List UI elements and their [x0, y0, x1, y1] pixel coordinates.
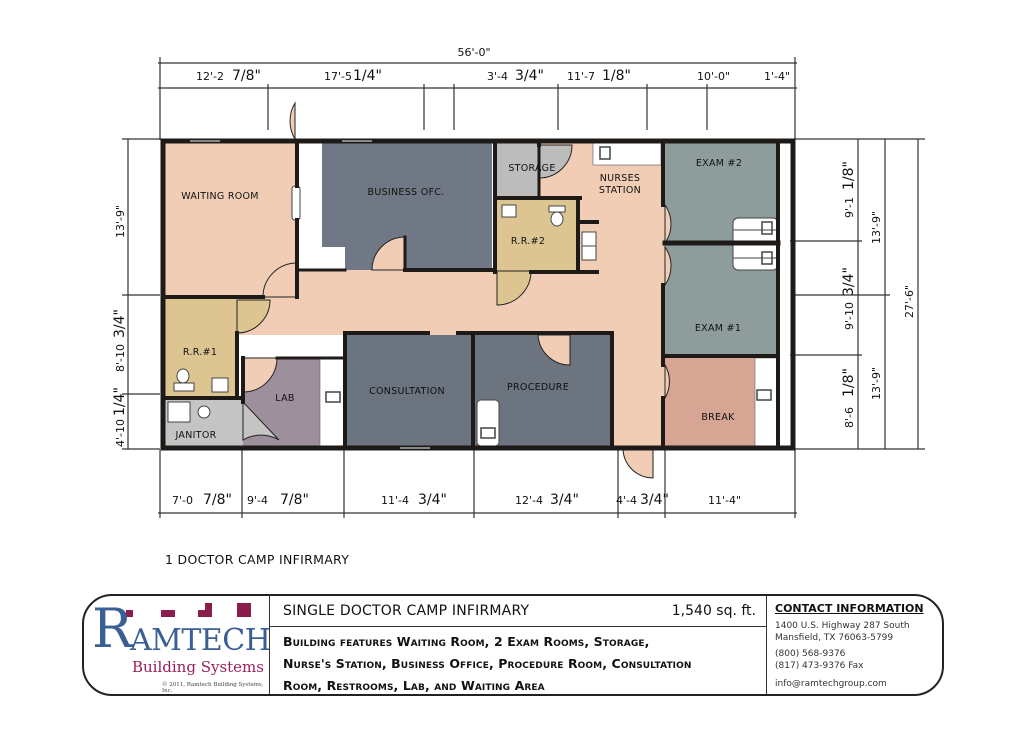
- label-storage: STORAGE: [508, 163, 555, 174]
- top-dimensions: [158, 57, 797, 140]
- plan-caption: 1 DOCTOR CAMP INFIRMARY: [165, 552, 350, 567]
- label-procedure: PROCEDURE: [507, 382, 569, 393]
- right-dim-labels: 9'-1 1/8" 9'-10 3/4" 8'-6 1/8" 13'-9" 13…: [841, 161, 916, 428]
- svg-text:3/4": 3/4": [112, 309, 128, 338]
- svg-text:8'-10: 8'-10: [114, 344, 127, 372]
- svg-text:12'-4: 12'-4: [515, 494, 543, 507]
- phone[interactable]: (800) 568-9376: [775, 649, 846, 659]
- svg-text:8'-6: 8'-6: [843, 407, 856, 428]
- label-exam-1: EXAM #1: [695, 323, 741, 334]
- svg-text:13'-9": 13'-9": [870, 367, 883, 400]
- svg-text:3/4": 3/4": [841, 267, 857, 296]
- label-break: BREAK: [701, 412, 735, 423]
- right-dimensions: [790, 138, 925, 450]
- label-exam-2: EXAM #2: [696, 158, 742, 169]
- svg-text:17'-5: 17'-5: [324, 70, 352, 83]
- svg-text:3/4": 3/4": [515, 68, 544, 84]
- svg-text:STATION: STATION: [599, 185, 641, 196]
- square-footage: 1,540 sq. ft.: [671, 603, 756, 619]
- label-restroom-2: R.R.#2: [511, 236, 545, 247]
- svg-text:3'-4: 3'-4: [487, 70, 508, 83]
- svg-text:11'-4": 11'-4": [708, 494, 741, 507]
- svg-text:11'-7: 11'-7: [567, 70, 595, 83]
- svg-text:11'-4: 11'-4: [381, 494, 409, 507]
- description-line: Building features Waiting Room, 2 Exam R…: [283, 634, 650, 649]
- svg-text:9'-10: 9'-10: [843, 302, 856, 330]
- room-break: [665, 358, 755, 448]
- label-janitor: JANITOR: [174, 430, 216, 441]
- bottom-dim-labels: 7'-0 7/8" 9'-4 7/8" 11'-4 3/4" 12'-4 3/4" 4'…: [172, 492, 741, 508]
- walls: [160, 138, 796, 451]
- label-business-office: BUSINESS OFC.: [368, 187, 445, 198]
- label-consultation: CONSULTATION: [369, 386, 445, 397]
- email-link[interactable]: info@ramtechgroup.com: [775, 679, 887, 689]
- left-dimensions: [122, 138, 160, 450]
- logo-subtitle: Building Systems: [132, 658, 264, 676]
- title-block: R AMTECH Building Systems © 2011, Ramtec…: [82, 594, 944, 696]
- contact-heading: CONTACT INFORMATION: [775, 602, 924, 615]
- svg-text:12'-2: 12'-2: [196, 70, 224, 83]
- overall-width-dim: 56'-0": [457, 46, 490, 59]
- address-line-2: Mansfield, TX 76063-5799: [775, 633, 894, 643]
- label-nurses-station: NURSES: [600, 173, 641, 184]
- svg-text:13'-9": 13'-9": [114, 205, 127, 238]
- svg-text:10'-0": 10'-0": [697, 70, 730, 83]
- svg-text:7/8": 7/8": [203, 492, 232, 508]
- plan-description: SINGLE DOCTOR CAMP INFIRMARY 1,540 sq. f…: [269, 596, 767, 694]
- label-lab: LAB: [275, 393, 294, 404]
- svg-text:1/8": 1/8": [841, 368, 857, 397]
- svg-text:3/4": 3/4": [418, 492, 447, 508]
- description-line: Room, Restrooms, Lab, and Waiting Area: [283, 678, 545, 693]
- svg-text:1/8": 1/8": [841, 161, 857, 190]
- svg-text:4'-4: 4'-4: [616, 494, 637, 507]
- room-storage: [495, 143, 539, 198]
- svg-text:9'-4: 9'-4: [247, 494, 268, 507]
- room-consultation: [346, 335, 473, 448]
- svg-text:1'-4": 1'-4": [764, 70, 790, 83]
- description-line: Nurse's Station, Business Office, Proced…: [283, 656, 692, 671]
- svg-text:3/4": 3/4": [640, 492, 669, 508]
- svg-text:7/8": 7/8": [232, 68, 261, 84]
- svg-text:1/4": 1/4": [112, 387, 128, 416]
- svg-text:27'-6": 27'-6": [903, 285, 916, 318]
- contact-information: CONTACT INFORMATION 1400 U.S. Highway 28…: [767, 596, 942, 694]
- ramtech-logo: R AMTECH Building Systems © 2011, Ramtec…: [84, 596, 271, 694]
- bottom-dimensions: [158, 450, 797, 518]
- svg-text:9'-1: 9'-1: [843, 197, 856, 218]
- plan-title: SINGLE DOCTOR CAMP INFIRMARY: [283, 603, 530, 619]
- svg-text:4'-10: 4'-10: [114, 419, 127, 447]
- door-swings: [236, 101, 672, 479]
- svg-text:7/8": 7/8": [280, 492, 309, 508]
- left-dim-labels: 13'-9" 8'-10 3/4" 4'-10 1/4": [112, 205, 128, 447]
- svg-text:1/8": 1/8": [602, 68, 631, 84]
- svg-text:3/4": 3/4": [550, 492, 579, 508]
- svg-text:1/4": 1/4": [353, 68, 382, 84]
- copyright: © 2011, Ramtech Building Systems, Inc.: [162, 682, 264, 694]
- room-labels: WAITING ROOM BUSINESS OFC. STORAGE NURSE…: [174, 158, 742, 441]
- label-restroom-1: R.R.#1: [183, 347, 217, 358]
- room-business-office: [322, 143, 492, 270]
- fax: (817) 473-9376 Fax: [775, 661, 864, 671]
- svg-text:13'-9": 13'-9": [870, 211, 883, 244]
- label-waiting-room: WAITING ROOM: [181, 191, 259, 202]
- address-line-1: 1400 U.S. Highway 287 South: [775, 621, 910, 631]
- svg-text:7'-0: 7'-0: [172, 494, 193, 507]
